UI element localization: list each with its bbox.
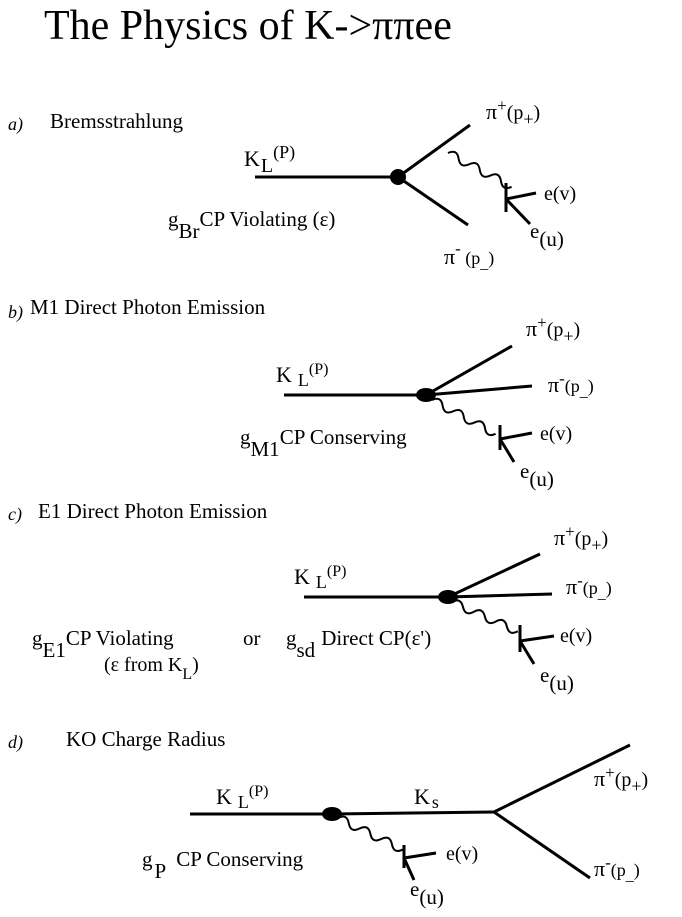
panel-name: M1 Direct Photon Emission — [30, 295, 266, 319]
electron-v-label: e(v) — [540, 423, 572, 445]
pi-plus-label: π+(p+) — [526, 313, 580, 346]
panel-letter: a) — [8, 114, 23, 135]
page-title: The Physics of K->ππee — [44, 3, 452, 49]
pi-plus-line — [425, 344, 513, 397]
electron-v-line — [403, 851, 437, 860]
photon-line — [337, 815, 404, 852]
electron-u-label: e(u) — [540, 663, 574, 695]
electron-v-label: e(v) — [560, 625, 592, 647]
vertex-dot — [390, 169, 406, 185]
panel-name: E1 Direct Photon Emission — [38, 499, 268, 523]
kaon-label: KL(P) — [244, 142, 295, 177]
pi-plus-label: π+(p+) — [554, 522, 608, 555]
electron-u-label: e(u) — [410, 877, 444, 909]
panel-name: Bremsstrahlung — [50, 109, 183, 133]
pi-minus-label: π-(p_) — [566, 571, 612, 602]
electron-u-label: e(u) — [520, 459, 554, 491]
pi-plus-label: π+(p+) — [486, 96, 540, 129]
kshort-line — [331, 810, 495, 816]
pi-plus-label: π+(p+) — [594, 763, 648, 796]
coupling-or-label: or — [243, 626, 261, 650]
coupling-label: gBrCP Violating (ε) — [168, 207, 335, 243]
vertex-dot — [438, 590, 458, 604]
epsilon-note: (ε from KL) — [104, 654, 199, 683]
pi-plus-line — [397, 123, 471, 179]
electron-v-label: e(v) — [446, 843, 478, 865]
pi-minus-label: π-(p_) — [548, 369, 594, 400]
pi-minus-line — [397, 175, 469, 227]
electron-u-line — [402, 857, 416, 881]
electron-v-line — [499, 431, 533, 441]
electron-u-line — [498, 438, 516, 463]
electron-u-line — [518, 640, 536, 665]
pi-plus-line — [493, 743, 631, 814]
photon-line — [431, 397, 496, 437]
pi-plus-line — [447, 552, 541, 599]
electron-u-label: e(u) — [530, 219, 564, 251]
electron-u-line — [504, 197, 532, 226]
pi-minus-label: π-(p_) — [594, 853, 640, 884]
coupling-label: gE1CP Violating — [32, 626, 174, 662]
coupling-label: gM1CP Conserving — [240, 425, 407, 461]
photon-line — [447, 150, 512, 190]
pi-minus-label: π- (p_) — [444, 239, 494, 272]
panel-letter: d) — [8, 732, 23, 753]
panel-letter: c) — [8, 504, 22, 525]
panel-name: KO Charge Radius — [66, 727, 225, 751]
panel-bremsstrahlung: a) Bremsstrahlung KL(P) gBrCP Violating … — [8, 96, 576, 272]
panel-letter: b) — [8, 302, 23, 323]
vertex-dot — [416, 388, 436, 402]
photon-line — [451, 599, 519, 634]
pi-minus-line — [493, 810, 591, 880]
pi-minus-line — [447, 592, 553, 599]
electron-v-label: e(v) — [544, 183, 576, 205]
vertex-dot — [322, 807, 342, 821]
pi-minus-line — [425, 384, 533, 397]
electron-v-line — [505, 191, 537, 201]
electron-v-line — [519, 634, 555, 643]
